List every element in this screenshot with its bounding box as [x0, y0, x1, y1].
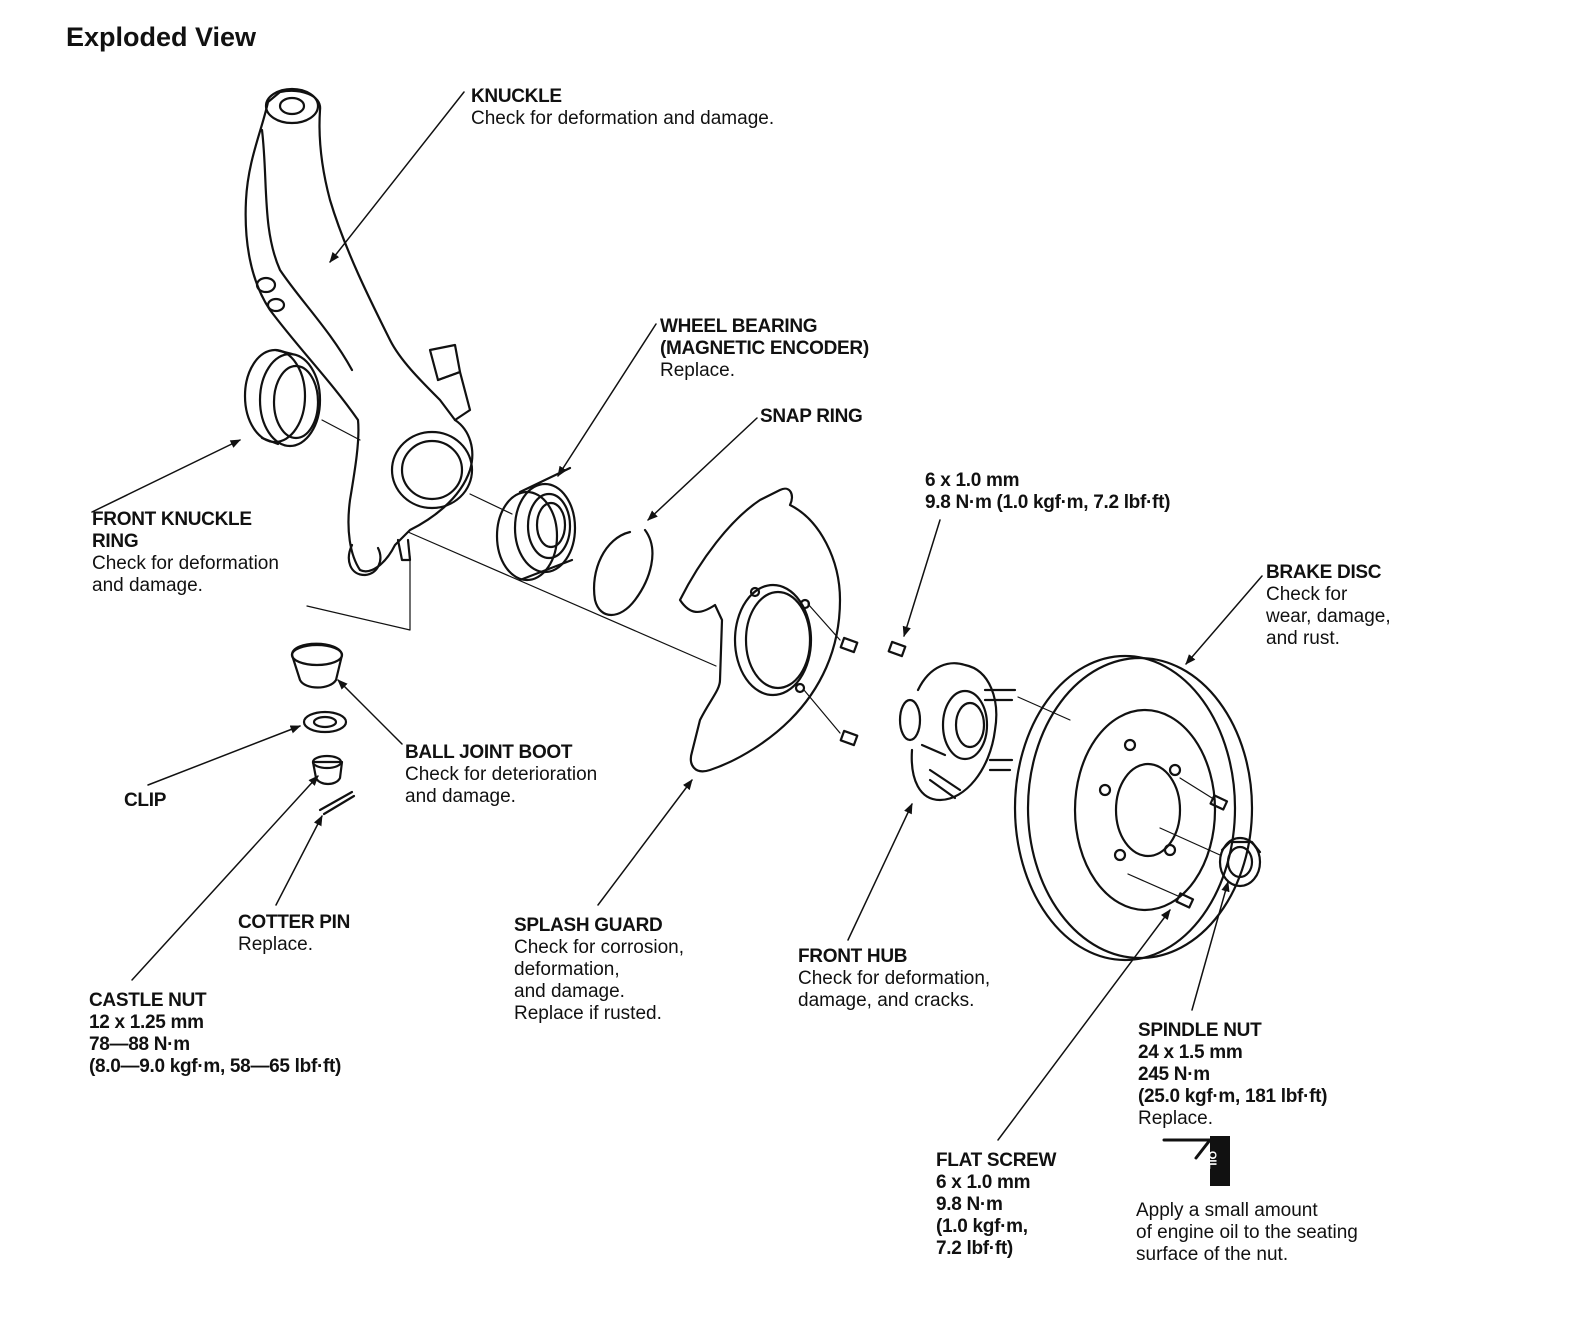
splash-guard-part — [678, 487, 842, 773]
spindle-nut-part — [1127, 777, 1262, 909]
front-knuckle-ring-label: FRONT KNUCKLE RING Check for deformation… — [92, 509, 279, 596]
brake-disc-part — [1013, 654, 1254, 962]
brake-disc-label: BRAKE DISC Check for wear, damage, and r… — [1266, 562, 1391, 649]
page-title: Exploded View — [66, 22, 257, 52]
snap-ring-label: SNAP RING — [760, 406, 863, 427]
spindle-nut-label: SPINDLE NUT 24 x 1.5 mm 245 N·m (25.0 kg… — [1138, 1020, 1328, 1129]
ball-joint-boot-label: BALL JOINT BOOT Check for deterioration … — [405, 742, 598, 807]
snap-ring-part — [592, 528, 654, 616]
flat-screw-label: FLAT SCREW 6 x 1.0 mm 9.8 N·m (1.0 kgf·m… — [936, 1150, 1057, 1259]
oil-note-label: Apply a small amount of engine oil to th… — [1136, 1200, 1358, 1265]
front-hub-label: FRONT HUB Check for deformation, damage,… — [798, 946, 991, 1011]
knuckle-part — [244, 87, 474, 577]
splash-guard-label: SPLASH GUARD Check for corrosion, deform… — [514, 915, 685, 1024]
clip-label: CLIP — [124, 790, 167, 811]
wheel-bearing-part — [495, 466, 577, 582]
oil-icon-text: OIL — [1206, 1150, 1219, 1170]
knuckle-label: KNUCKLE Check for deformation and damage… — [471, 86, 775, 129]
ball-joint-parts — [290, 555, 411, 816]
castle-nut-label: CASTLE NUT 12 x 1.25 mm 78—88 N·m (8.0—9… — [89, 990, 342, 1077]
front-knuckle-ring-part — [243, 348, 322, 448]
front-hub-part — [898, 662, 1017, 802]
leader-lines — [91, 91, 1263, 1141]
oil-can-icon — [1162, 1136, 1230, 1186]
bolt-spec-label: 6 x 1.0 mm 9.8 N·m (1.0 kgf·m, 7.2 lbf·f… — [925, 470, 1171, 513]
wheel-bearing-label: WHEEL BEARING (MAGNETIC ENCODER) Replace… — [660, 316, 869, 381]
bolt-parts — [803, 603, 907, 747]
cotter-pin-label: COTTER PIN Replace. — [238, 912, 351, 955]
